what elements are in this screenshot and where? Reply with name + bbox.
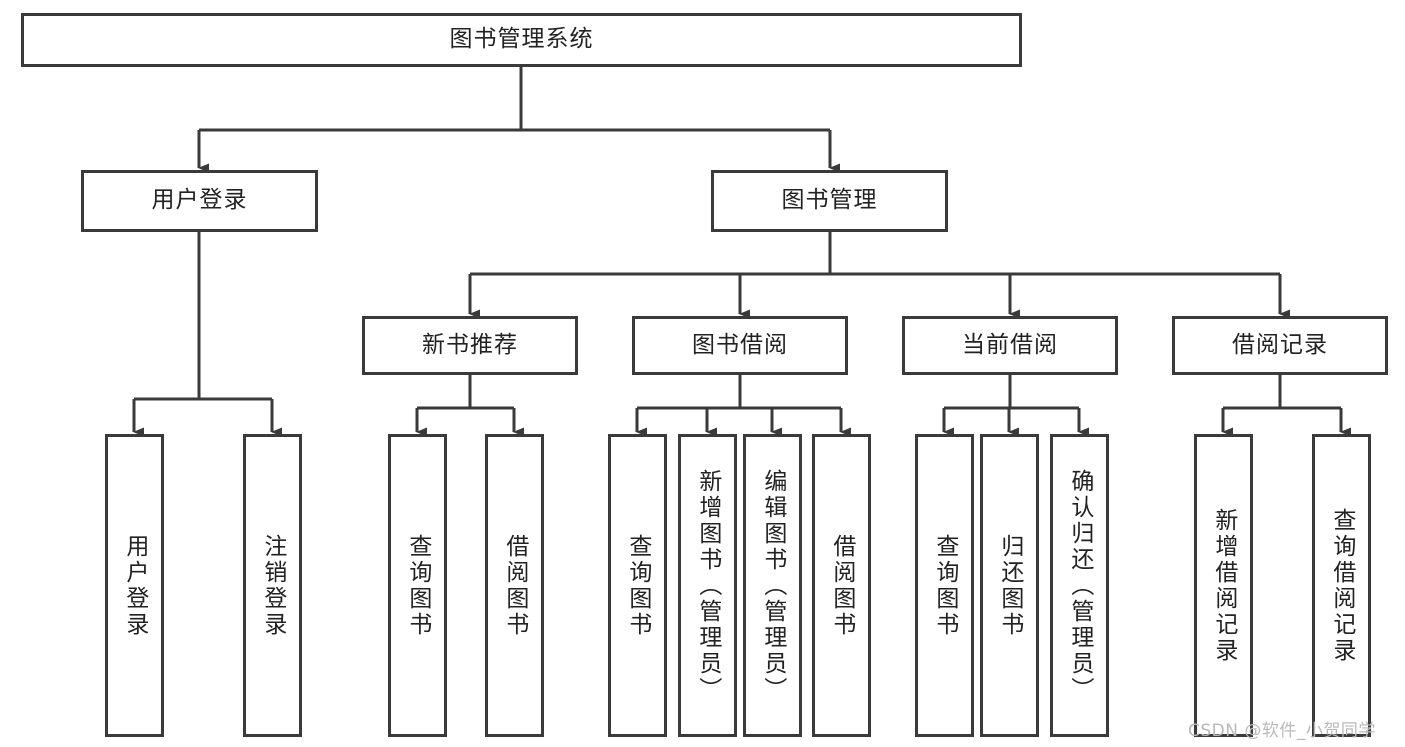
node-root-label: 图书管理系统	[449, 26, 594, 53]
leaf-label: 借阅图书	[501, 533, 528, 638]
leaf-label: 查询图书	[931, 533, 958, 638]
node-book-management-label: 图书管理	[781, 187, 878, 214]
leaf-add-book-admin[interactable]: 新增图书（管理员）	[678, 434, 737, 737]
leaf-user-login[interactable]: 用户登录	[105, 434, 164, 737]
leaf-query-borrow-record[interactable]: 查询借阅记录	[1312, 434, 1371, 737]
leaf-label: 查询借阅记录	[1328, 507, 1355, 664]
node-user-login[interactable]: 用户登录	[81, 170, 318, 232]
leaf-label: 新增图书（管理员）	[694, 468, 721, 703]
node-new-book-recommendation[interactable]: 新书推荐	[362, 316, 578, 375]
leaf-label: 用户登录	[121, 533, 148, 638]
node-book-management[interactable]: 图书管理	[711, 170, 948, 232]
leaf-logout[interactable]: 注销登录	[243, 434, 302, 737]
leaf-label: 查询图书	[624, 533, 651, 638]
leaf-borrow-book-recommend[interactable]: 借阅图书	[485, 434, 544, 737]
node-borrow-record[interactable]: 借阅记录	[1172, 316, 1388, 375]
csdn-watermark: CSDN @软件_小贺同学	[1188, 721, 1376, 741]
leaf-return-book[interactable]: 归还图书	[980, 434, 1039, 737]
leaf-label: 编辑图书（管理员）	[759, 468, 786, 703]
leaf-query-book-borrow[interactable]: 查询图书	[608, 434, 667, 737]
node-new-book-recommendation-label: 新书推荐	[422, 331, 518, 358]
leaf-label: 借阅图书	[828, 533, 855, 638]
node-book-borrow-label: 图书借阅	[692, 331, 788, 358]
leaf-edit-book-admin[interactable]: 编辑图书（管理员）	[743, 434, 802, 737]
leaf-query-book-current[interactable]: 查询图书	[915, 434, 974, 737]
leaf-confirm-return-admin[interactable]: 确认归还（管理员）	[1050, 434, 1109, 737]
node-user-login-label: 用户登录	[151, 187, 248, 214]
node-current-borrow-label: 当前借阅	[962, 331, 1058, 358]
node-current-borrow[interactable]: 当前借阅	[902, 316, 1118, 375]
leaf-label: 查询图书	[404, 533, 431, 638]
leaf-label: 注销登录	[259, 533, 286, 638]
leaf-label: 确认归还（管理员）	[1066, 468, 1093, 703]
leaf-add-borrow-record[interactable]: 新增借阅记录	[1194, 434, 1253, 737]
leaf-borrow-book[interactable]: 借阅图书	[812, 434, 871, 737]
leaf-label: 新增借阅记录	[1210, 507, 1237, 664]
leaf-query-book-recommend[interactable]: 查询图书	[388, 434, 447, 737]
node-book-borrow[interactable]: 图书借阅	[632, 316, 848, 375]
leaf-label: 归还图书	[996, 533, 1023, 638]
node-borrow-record-label: 借阅记录	[1232, 331, 1328, 358]
node-root[interactable]: 图书管理系统	[21, 13, 1022, 67]
